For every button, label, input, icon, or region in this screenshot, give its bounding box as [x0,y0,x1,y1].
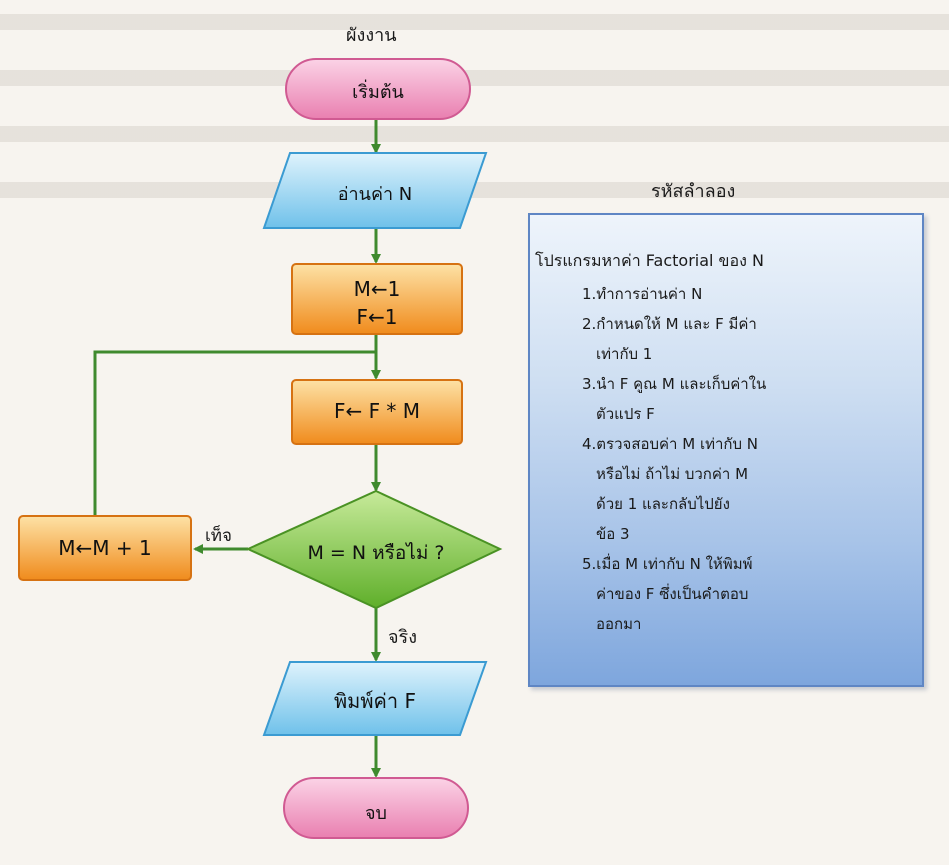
pseudocode-line: ตัวแปร F [596,405,655,423]
pseudocode-line: 3.นำ F คูณ M และเก็บค่าใน [582,375,767,393]
false-branch-label: เท็จ [205,526,232,546]
read-input-shape [262,152,488,229]
pseudocode-line: 5.เมื่อ M เท่ากับ N ให้พิมพ์ [582,555,753,573]
decision-label: M = N หรือไม่ ? [307,542,445,564]
pseudocode-panel [528,213,924,687]
start-label: เริ่มต้น [352,82,404,103]
print-output-shape [262,661,488,736]
increment-label: M←M + 1 [58,536,152,560]
pseudocode-line: ค่าของ F ซึ่งเป็นคำตอบ [596,585,749,603]
pseudocode-line: 4.ตรวจสอบค่า M เท่ากับ N [582,435,758,453]
pseudocode-line: 1.ทำการอ่านค่า N [582,285,703,303]
loop-back-line [93,350,376,517]
increment-process-box [18,515,192,581]
pseudocode-line: 2.กำหนดให้ M และ F มีค่า [582,315,757,333]
pseudocode-heading: โปรแกรมหาค่า Factorial ของ N [535,251,764,270]
pseudocode-line: ข้อ 3 [596,525,630,543]
multiply-label: F← F * M [333,399,421,423]
pseudocode-line: ออกมา [596,615,642,633]
init-m-label: M←1 [353,277,401,301]
read-n-label: อ่านค่า N [337,184,413,205]
init-process-box [291,263,463,335]
start-terminal [285,58,471,120]
init-f-label: F←1 [356,305,398,329]
end-terminal [283,777,469,839]
background-text-band [0,0,949,230]
pseudocode-line: เท่ากับ 1 [596,345,653,363]
decision-diamond [245,489,503,610]
print-f-label: พิมพ์ค่า F [333,689,417,713]
pseudocode-line: ด้วย 1 และกลับไปยัง [596,495,730,513]
flowchart-title: ผังงาน [346,25,397,46]
pseudocode-line: หรือไม่ ถ้าไม่ บวกค่า M [596,465,749,483]
multiply-process-box [291,379,463,445]
true-branch-label: จริง [388,627,418,648]
pseudocode-title: รหัสลำลอง [651,181,736,202]
end-label: จบ [365,803,387,824]
